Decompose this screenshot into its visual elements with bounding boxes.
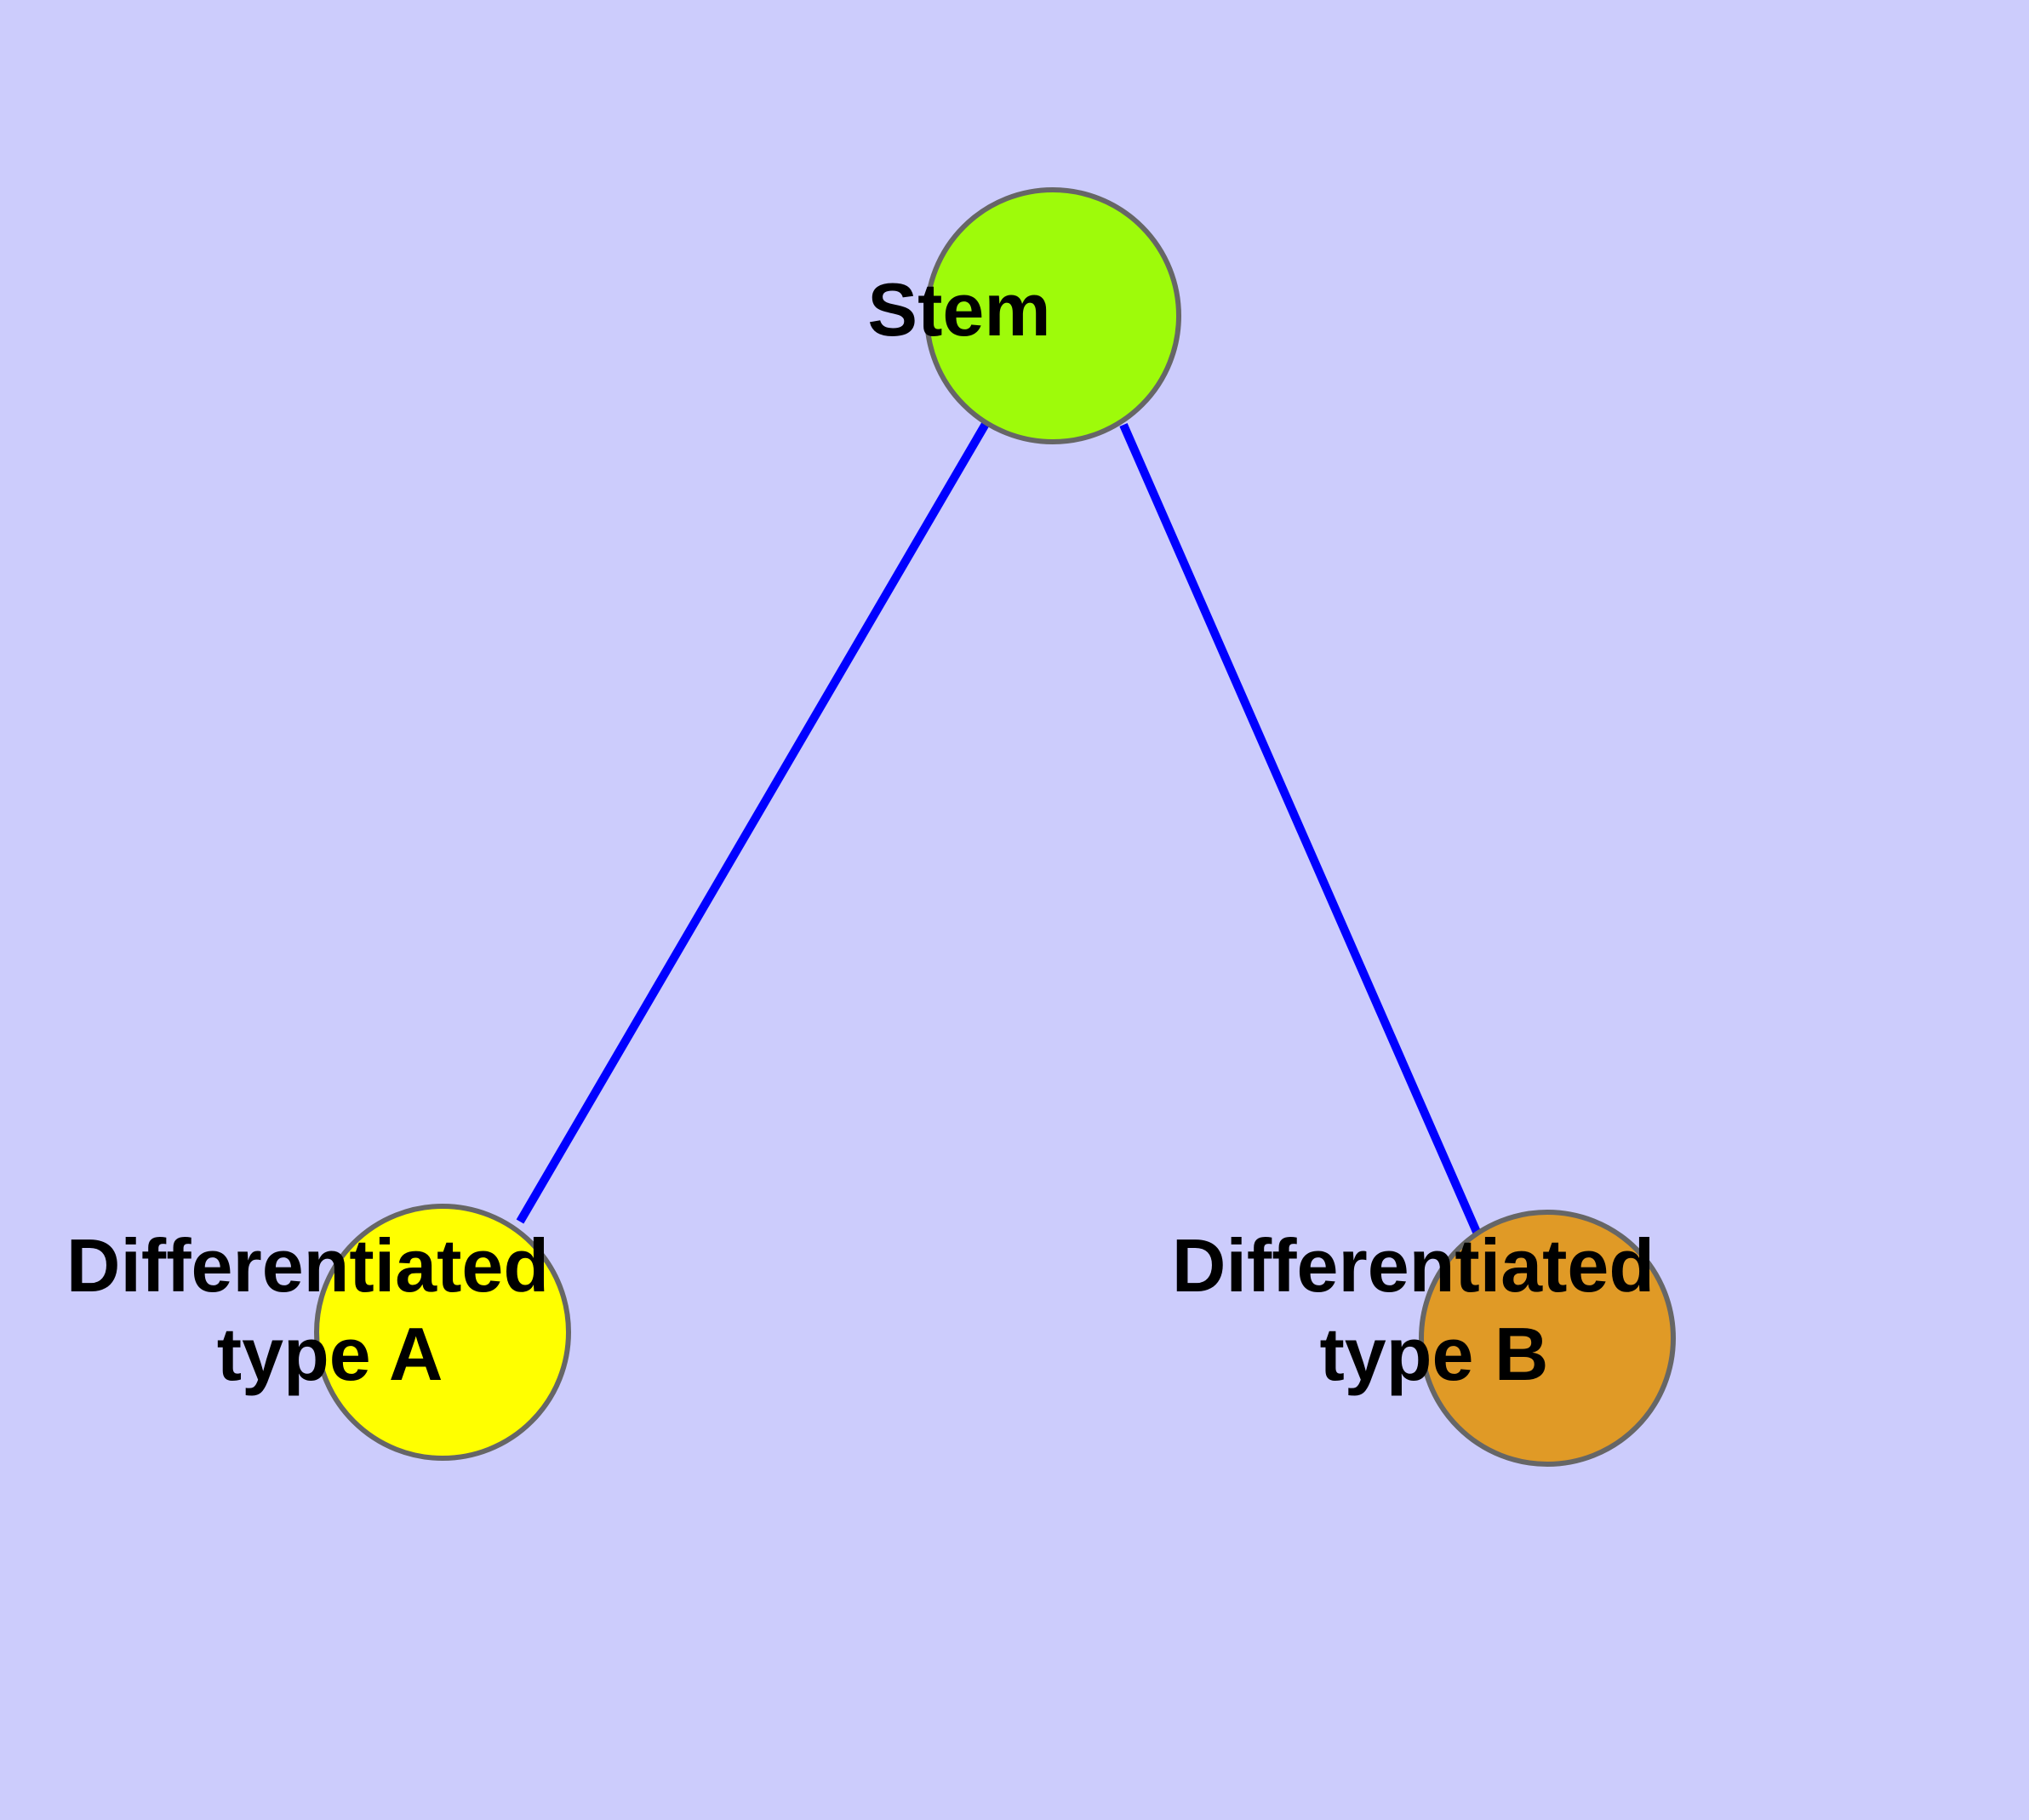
edge-stem-to-diff-a[interactable]	[516, 421, 990, 1224]
node-diff-a-circle[interactable]	[314, 1204, 571, 1461]
node-stem-circle[interactable]	[924, 187, 1181, 444]
node-stem-label: Stem	[867, 267, 1237, 352]
node-diff-b[interactable]: Differentiated type B	[1172, 1210, 1883, 1467]
node-diff-b-circle[interactable]	[1419, 1210, 1676, 1467]
node-diff-a-label: Differentiated type A	[66, 1223, 778, 1396]
nodes-group: Stem Differentiated type A Differentiate…	[66, 187, 1883, 1467]
edges-group	[516, 421, 1489, 1254]
node-diff-b-label: Differentiated type B	[1172, 1223, 1883, 1396]
node-stem[interactable]: Stem	[867, 187, 1237, 444]
edge-stem-to-diff-b[interactable]	[1119, 422, 1489, 1254]
node-diff-a[interactable]: Differentiated type A	[66, 1204, 778, 1461]
